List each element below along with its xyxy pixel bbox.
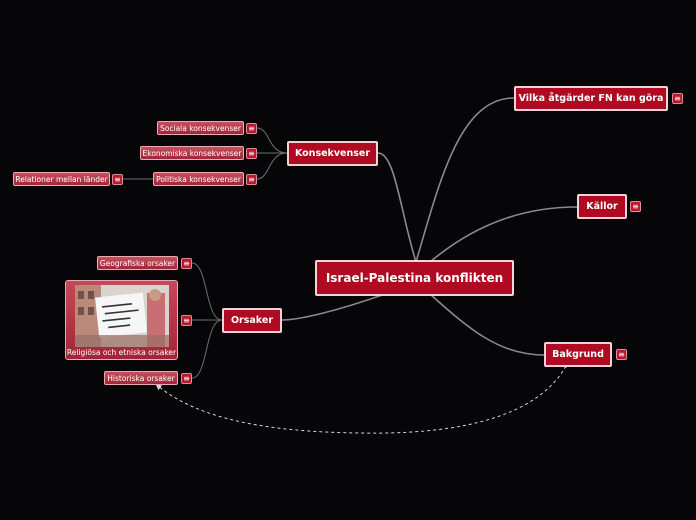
topic-causes[interactable]: Orsaker: [222, 308, 282, 333]
subtopic-religious-ethnic[interactable]: Religiösa och etniska orsaker: [65, 280, 178, 360]
link-consequences-political: [256, 152, 288, 180]
note-icon[interactable]: ≡: [181, 315, 192, 326]
dashed-relation: [155, 361, 571, 434]
subtopic-label: Historiska orsaker: [107, 373, 175, 383]
link-consequences-social: [256, 127, 288, 154]
topic-background[interactable]: Bakgrund: [544, 342, 612, 367]
topic-actions-label: Vilka åtgärder FN kan göra: [518, 93, 664, 104]
note-icon[interactable]: ≡: [246, 123, 257, 134]
note-icon[interactable]: ≡: [630, 201, 641, 212]
subtopic-label: Religiösa och etniska orsaker: [66, 348, 177, 357]
subtopic-label: Politiska konsekvenser: [156, 174, 241, 184]
central-topic[interactable]: Israel-Palestina konflikten: [315, 260, 514, 296]
note-icon[interactable]: ≡: [616, 349, 627, 360]
topic-actions[interactable]: Vilka åtgärder FN kan göra: [514, 86, 668, 111]
note-icon[interactable]: ≡: [112, 174, 123, 185]
subtopic-historical[interactable]: Historiska orsaker: [104, 371, 178, 385]
subtopic-label: Sociala konsekvenser: [160, 123, 241, 133]
note-icon[interactable]: ≡: [246, 148, 257, 159]
subtopic-label: Relationer mellan länder: [15, 174, 108, 184]
link-central-actions: [415, 97, 515, 263]
note-icon[interactable]: ≡: [181, 258, 192, 269]
subtopic-political[interactable]: Politiska konsekvenser: [153, 172, 244, 186]
link-central-causes: [281, 293, 386, 321]
link-central-consequences: [377, 152, 417, 263]
subtopic-social[interactable]: Sociala konsekvenser: [157, 121, 244, 135]
subtopic-label: Ekonomiska konsekvenser: [142, 148, 242, 158]
subtopic-geographic[interactable]: Geografiska orsaker: [97, 256, 178, 270]
link-causes-geo: [191, 262, 223, 321]
subtopic-economic[interactable]: Ekonomiska konsekvenser: [140, 146, 244, 160]
central-topic-label: Israel-Palestina konflikten: [325, 271, 504, 285]
subtopic-relations[interactable]: Relationer mellan länder: [13, 172, 110, 186]
topic-sources-label: Källor: [586, 201, 618, 212]
note-icon[interactable]: ≡: [246, 174, 257, 185]
protest-sign-image: [75, 285, 169, 347]
note-icon[interactable]: ≡: [181, 373, 192, 384]
topic-consequences[interactable]: Konsekvenser: [287, 141, 378, 166]
topic-causes-label: Orsaker: [230, 315, 274, 326]
link-central-sources: [429, 206, 578, 263]
link-causes-history: [191, 319, 223, 379]
link-central-background: [429, 293, 545, 356]
topic-background-label: Bakgrund: [552, 349, 604, 360]
subtopic-label: Geografiska orsaker: [99, 258, 176, 268]
topic-sources[interactable]: Källor: [577, 194, 627, 219]
topic-consequences-label: Konsekvenser: [294, 148, 371, 159]
note-icon[interactable]: ≡: [672, 93, 683, 104]
